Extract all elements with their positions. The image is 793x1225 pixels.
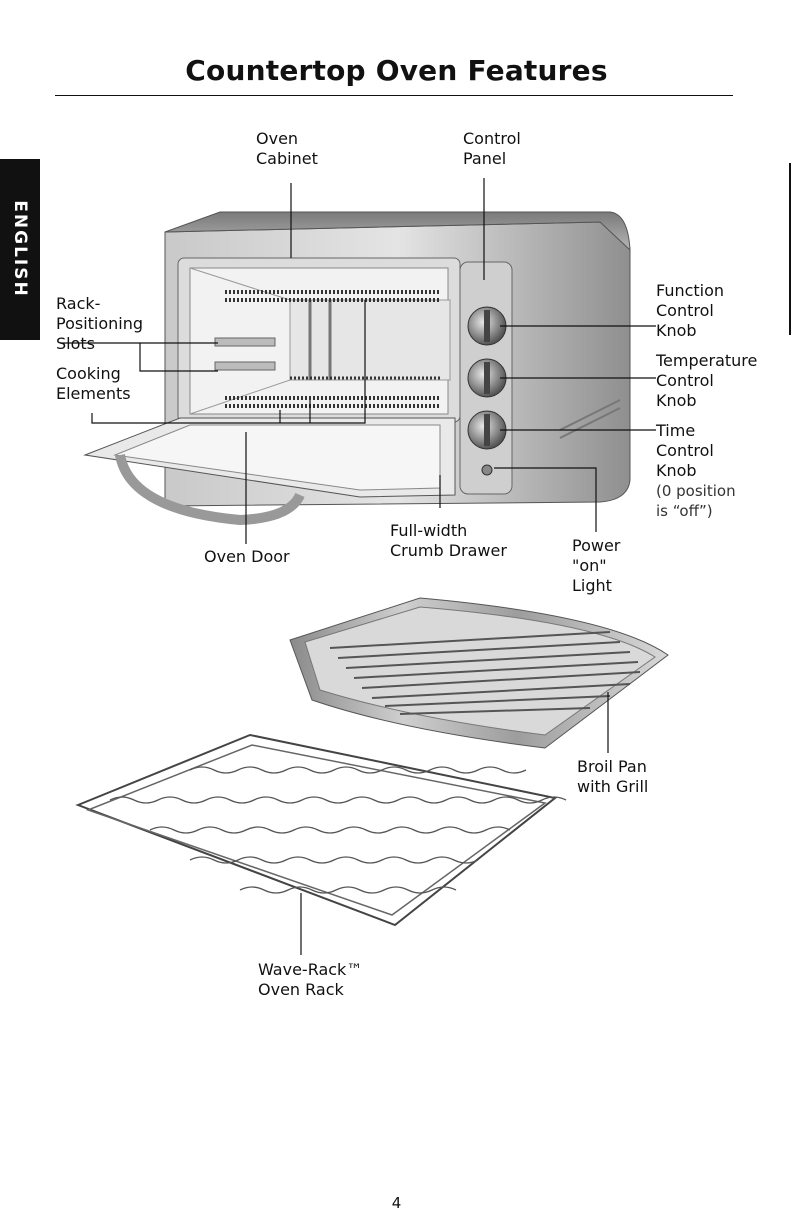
label-time-control-knob: Time Control Knob [656, 421, 714, 481]
label-crumb-drawer: Full-width Crumb Drawer [390, 521, 507, 561]
label-temperature-control-knob: Temperature Control Knob [656, 351, 757, 411]
label-control-panel: Control Panel [463, 129, 521, 169]
broil-pan [290, 598, 668, 748]
page-number: 4 [0, 1194, 793, 1212]
label-oven-door: Oven Door [204, 547, 290, 567]
label-broil-pan: Broil Pan with Grill [577, 757, 648, 797]
wave-rack [78, 735, 566, 925]
label-function-control-knob: Function Control Knob [656, 281, 724, 341]
label-time-note: (0 position is “off”) [656, 481, 736, 521]
label-cooking-elements: Cooking Elements [56, 364, 131, 404]
label-power-light: Power "on" Light [572, 536, 620, 596]
label-rack-positioning-slots: Rack- Positioning Slots [56, 294, 143, 354]
label-wave-rack: Wave-Rack™ Oven Rack [258, 960, 362, 1000]
label-oven-cabinet: Oven Cabinet [256, 129, 318, 169]
